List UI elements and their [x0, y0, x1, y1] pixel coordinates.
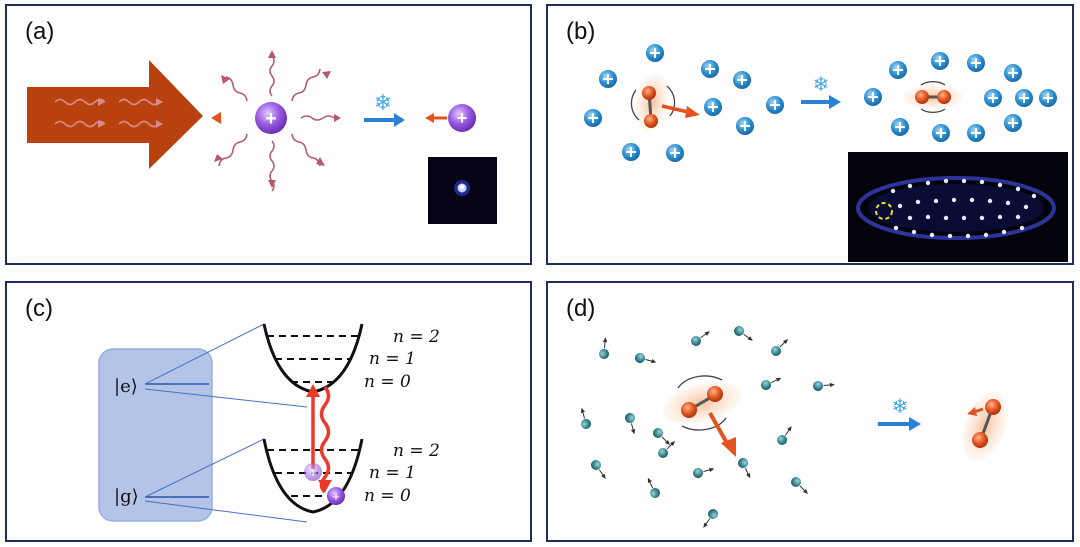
excitation-arrow	[306, 384, 320, 397]
snowflake-icon: ❄	[892, 396, 909, 418]
lower-potential	[262, 438, 364, 514]
level-label: n = 2	[393, 327, 440, 347]
panel-label: (d)	[566, 295, 596, 322]
molecule-atom	[707, 386, 723, 402]
level-label: n = 0	[364, 372, 411, 392]
decay-arrow	[318, 480, 332, 492]
ion	[255, 102, 287, 134]
cooling-arrow	[909, 417, 921, 431]
molecule-atom	[972, 432, 988, 448]
ion-plus-sign: +	[265, 108, 277, 130]
highlight-circle	[875, 202, 893, 220]
molecule-atom	[937, 90, 951, 104]
level-label: n = 0	[364, 486, 411, 506]
crystal-ions	[890, 178, 1037, 239]
panel-b: (b)	[546, 4, 1074, 265]
laser-photon-heads	[98, 98, 163, 128]
level-label: n = 1	[369, 349, 416, 369]
level-label: n = 2	[393, 441, 440, 461]
cooling-arrow	[829, 95, 841, 109]
molecule-atom	[681, 402, 697, 418]
molecule-atom	[644, 114, 658, 128]
laser-beam-arrow	[27, 60, 203, 169]
molecule-atom	[915, 90, 929, 104]
laser-photon-waves	[54, 98, 160, 128]
laser-cooling-diagram: + ❄ +	[27, 50, 497, 224]
ket-e: |e⟩	[114, 376, 138, 397]
panel-a: (a)	[5, 4, 532, 265]
emitted-photon-heads	[214, 50, 341, 188]
panel-label: (c)	[25, 295, 53, 322]
molecule-atom	[985, 399, 1001, 415]
snowflake-icon: ❄	[374, 91, 392, 116]
panel-c: (c) |e⟩ |g⟩ n = 2	[5, 281, 532, 542]
coolant-ions-left	[583, 43, 785, 163]
svg-text:+: +	[332, 489, 340, 504]
cooled-ion	[448, 104, 476, 132]
snowflake-icon: ❄	[813, 74, 830, 96]
ion-final	[327, 487, 345, 505]
panel-d: (d)	[546, 281, 1074, 542]
buffer-gas-atoms	[572, 323, 836, 529]
svg-text:+: +	[457, 108, 468, 128]
panel-label: (a)	[25, 18, 55, 45]
level-label: n = 1	[369, 463, 416, 483]
cooling-arrow	[394, 113, 405, 127]
ket-g: |g⟩	[114, 486, 139, 507]
energy-level-diagram: |e⟩ |g⟩ n = 2 n = 1 n = 0 n = 2 n = 1 n …	[98, 323, 440, 523]
sympathetic-cooling-diagram: ❄	[583, 43, 1068, 262]
panel-label: (b)	[566, 18, 596, 45]
svg-text:+: +	[309, 465, 317, 480]
buffer-gas-cooling-diagram: ❄	[572, 323, 1008, 529]
molecule-atom	[642, 86, 656, 100]
ion-initial	[304, 463, 322, 481]
